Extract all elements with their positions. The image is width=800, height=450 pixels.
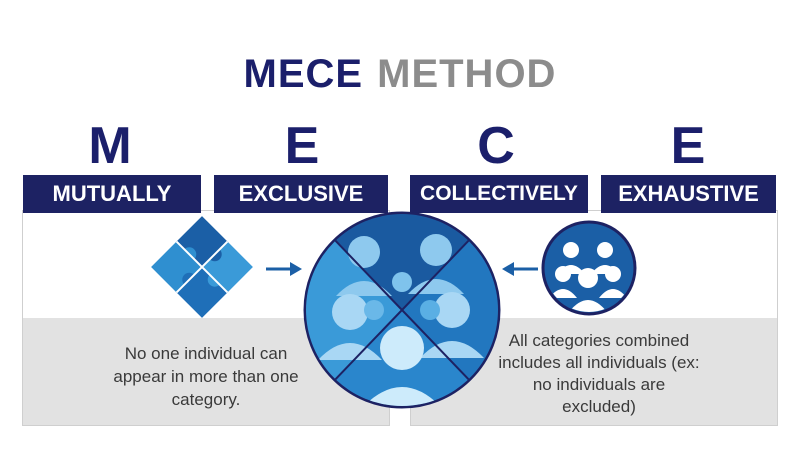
right-description: All categories combined includes all ind…: [498, 331, 700, 416]
word-exclusive: EXCLUSIVE: [214, 175, 388, 213]
arrow-left-icon: [502, 262, 538, 276]
diagram-title: MECE METHOD: [0, 52, 800, 97]
word-exhaustive: EXHAUSTIVE: [601, 175, 776, 213]
word-collectively: COLLECTIVELY: [410, 175, 588, 213]
puzzle-icon: [151, 216, 253, 318]
letter-c: C: [477, 117, 515, 175]
left-description: No one individual can appear in more tha…: [113, 344, 299, 409]
people-group-icon: [541, 220, 637, 316]
title-mece: MECE: [243, 52, 364, 96]
letter-e-2: E: [670, 117, 706, 175]
word-mutually: MUTUALLY: [23, 175, 201, 213]
group-circle-icon: [303, 211, 501, 409]
letter-e-1: E: [284, 117, 320, 175]
letter-m: M: [88, 117, 132, 175]
title-method: METHOD: [377, 52, 557, 96]
arrow-right-icon: [266, 262, 302, 276]
